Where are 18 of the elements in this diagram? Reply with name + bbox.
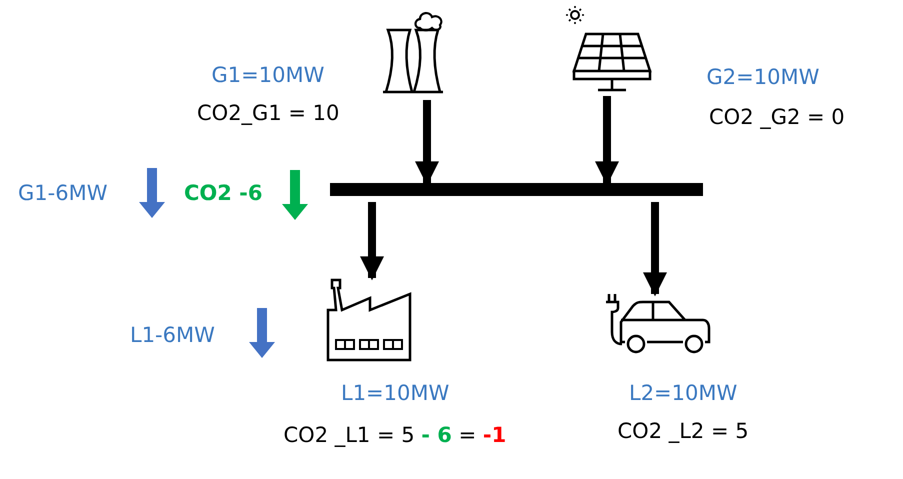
emission-label: CO2 _L1 = 5 - 6 = -1	[284, 422, 506, 448]
power-label: L1=10MW	[341, 380, 450, 406]
emission-label: CO2_G1 = 10	[197, 100, 340, 126]
change-label: CO2 -6	[184, 180, 263, 206]
power-label: L2=10MW	[629, 380, 738, 406]
power-label: G2=10MW	[706, 64, 820, 90]
arrow	[595, 96, 619, 186]
change-label: L1-6MW	[130, 322, 215, 348]
bus-bar	[330, 183, 703, 196]
solar-panel-icon	[566, 6, 650, 90]
arrow	[643, 202, 667, 296]
emission-label: CO2 _L2 = 5	[618, 418, 749, 444]
factory-icon	[326, 278, 412, 362]
arrow	[415, 100, 439, 186]
arrow	[360, 202, 384, 280]
power-label: G1=10MW	[212, 62, 324, 88]
change-label: G1-6MW	[18, 180, 108, 206]
emission-label: CO2 _G2 = 0	[709, 104, 845, 130]
